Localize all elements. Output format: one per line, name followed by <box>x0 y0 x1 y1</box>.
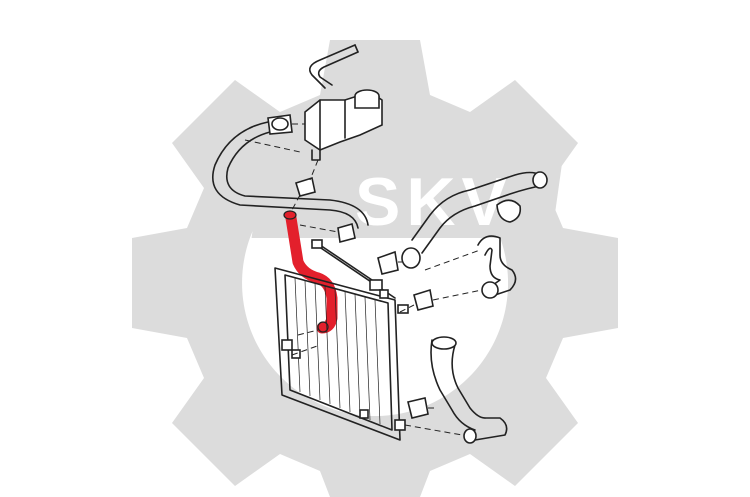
leader-lines <box>291 159 321 356</box>
upper-hose <box>212 114 369 229</box>
lower-hose <box>404 336 508 444</box>
expansion-tank <box>304 89 383 161</box>
brand-text: SKV <box>355 164 513 240</box>
hose-clamp <box>295 176 316 197</box>
gear-watermark-icon: SKV <box>132 40 618 497</box>
bleed-hose <box>309 44 359 89</box>
right-upper-hose <box>377 171 548 275</box>
highlighted-hose <box>283 210 338 334</box>
right-middle-hose <box>399 235 517 313</box>
radiator <box>274 239 409 441</box>
brand-band <box>251 150 564 238</box>
hose-clamp-2 <box>299 222 356 244</box>
